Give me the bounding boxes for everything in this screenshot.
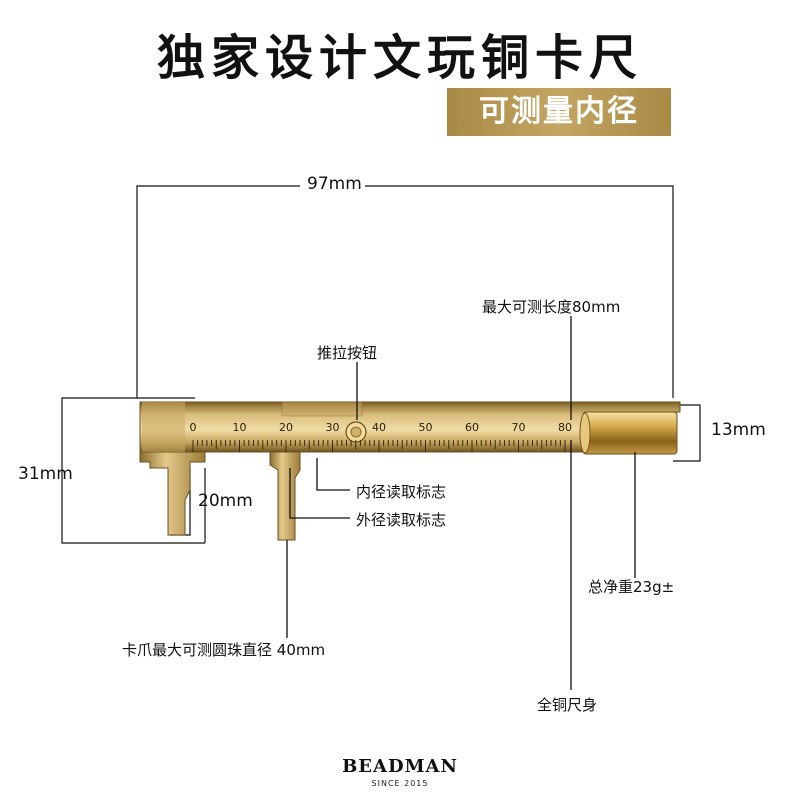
push-button-label: 推拉按钮 [317,344,378,362]
scale-number: 30 [325,421,340,434]
scale-number: 40 [372,421,386,434]
jaw-dimension-label: 20mm [198,491,253,511]
caliper-body [139,401,681,541]
max-bead-label: 卡爪最大可测圆珠直径 40mm [122,641,326,659]
scale-number: 10 [232,421,247,434]
brand-logo: BEADMAN [342,756,458,777]
scale-number: 0 [189,421,197,434]
scale-number: 20 [279,421,293,434]
subtitle: 可测量内径 [479,94,639,129]
page-title: 独家设计文玩铜卡尺 [156,30,643,86]
thickness-dimension-label: 13mm [711,420,766,440]
scale-number: 50 [418,421,433,434]
length-dimension-label: 97mm [307,174,362,194]
body-label: 全铜尺身 [537,696,598,714]
subtitle-badge [447,88,671,136]
brand-since: SINCE 2015 [371,779,429,788]
scale-number: 60 [465,421,479,434]
inner-mark-label: 内径读取标志 [356,483,447,501]
scale-number: 80 [558,421,572,434]
height-dimension-label: 31mm [18,464,73,484]
scale-ticks [192,440,566,452]
max-length-label: 最大可测长度80mm [482,298,621,316]
outer-mark-label: 外径读取标志 [356,511,447,529]
scale-number: 70 [511,421,526,434]
callout-lines [286,316,636,690]
weight-label: 总净重23g± [588,578,675,596]
